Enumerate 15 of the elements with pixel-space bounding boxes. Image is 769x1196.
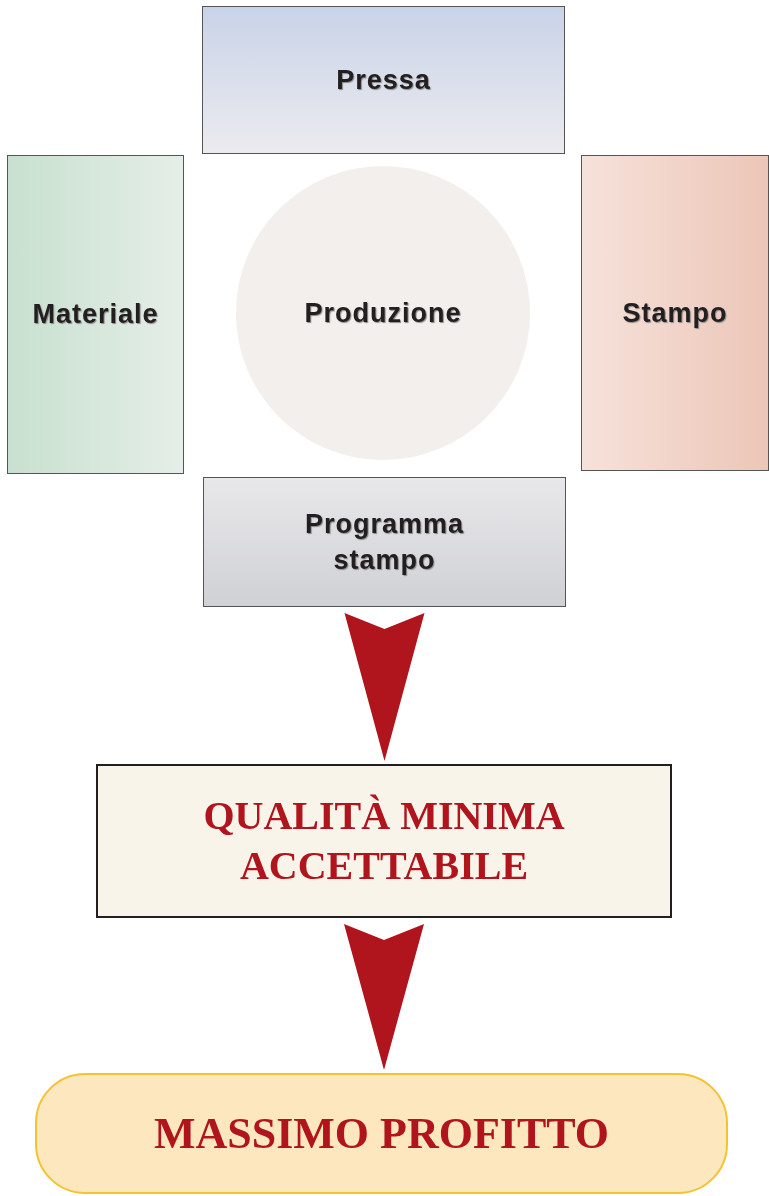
node-label: Stampo xyxy=(622,296,728,330)
node-label: QUALITÀ MINIMA ACCETTABILE xyxy=(202,792,566,890)
node-label: Programma stampo xyxy=(303,507,466,577)
node-label: Pressa xyxy=(336,63,431,97)
arrow xyxy=(344,613,425,761)
process-box xyxy=(581,155,769,471)
node-label: Materiale xyxy=(32,298,159,332)
node-label: Produzione xyxy=(304,296,462,330)
result-box xyxy=(96,764,672,918)
arrow xyxy=(344,924,424,1070)
process-box xyxy=(203,477,566,607)
node-label: MASSIMO PROFITTO xyxy=(153,1108,610,1160)
process-box xyxy=(202,6,565,154)
process-box xyxy=(7,155,184,474)
goal-box xyxy=(35,1073,728,1194)
